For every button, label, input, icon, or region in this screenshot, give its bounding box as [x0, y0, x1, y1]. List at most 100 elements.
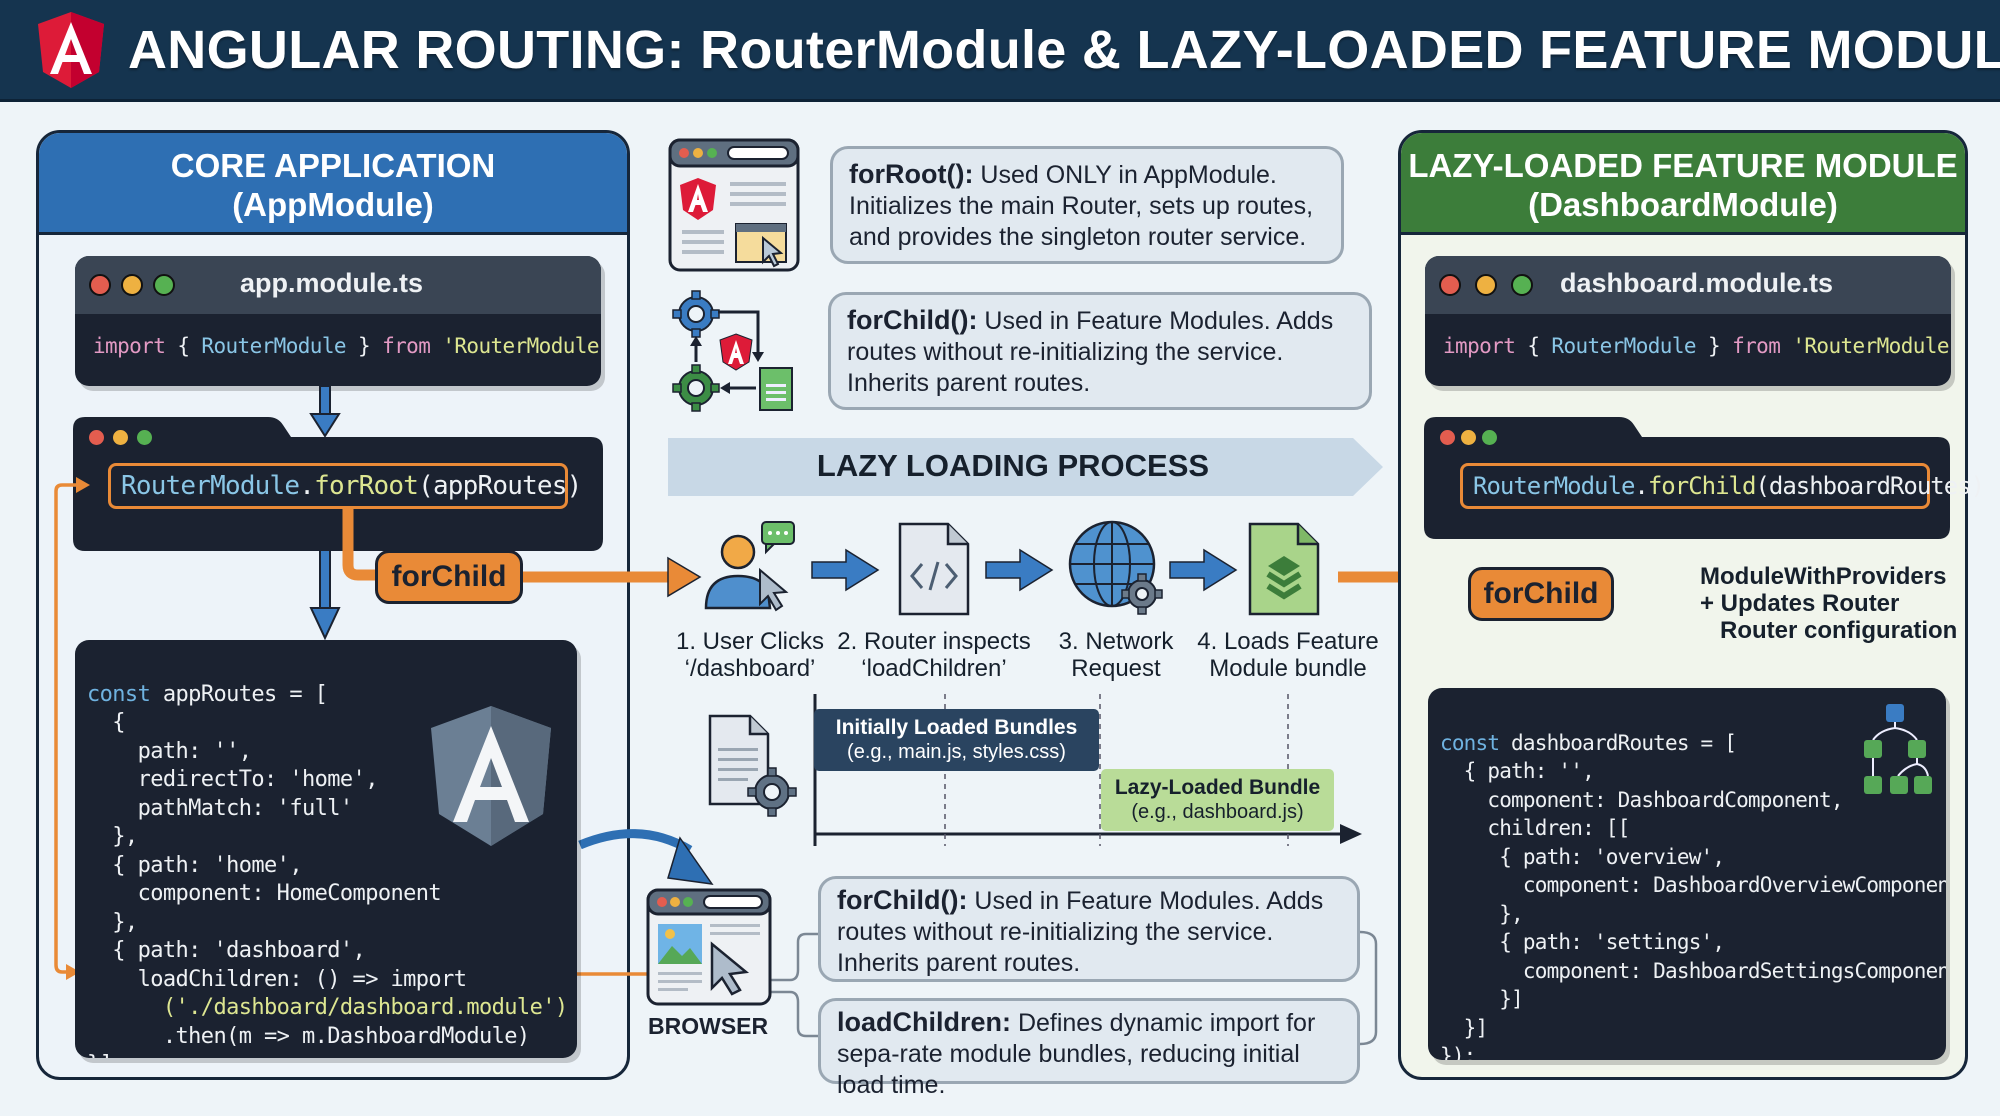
code-line: { path: '',	[1440, 759, 1595, 783]
code-keyword: const	[1440, 730, 1500, 755]
close-dot-icon	[1440, 430, 1455, 445]
module-with-providers-note: ModuleWithProviders + Updates Router Rou…	[1700, 563, 1958, 644]
code-line: appRoutes = [	[150, 681, 328, 707]
code-args: (dashboardRoutes)	[1755, 472, 1985, 500]
bundle-subtitle: (e.g., main.js, styles.css)	[847, 741, 1066, 763]
code-line: }];	[87, 1052, 126, 1058]
maximize-dot-icon	[137, 430, 152, 445]
info-term: forChild():	[847, 305, 978, 335]
info-text: Used in Feature Modules. Adds routes wit…	[837, 887, 1324, 977]
code-keyword: from	[382, 334, 431, 358]
forchild-pill-right: forChild	[1468, 567, 1614, 621]
page-title: ANGULAR ROUTING: RouterModule & LAZY-LOA…	[128, 20, 2000, 80]
code-line: pathMatch: 'full'	[87, 795, 354, 821]
code-brace: }	[1707, 334, 1721, 358]
code-line: });	[1440, 1044, 1476, 1060]
core-panel-subtitle: (AppModule)	[232, 186, 434, 223]
minimize-dot-icon	[121, 274, 143, 296]
code-line: path: '',	[87, 738, 252, 764]
bracket-line	[768, 990, 818, 1038]
code-keyword: import	[1443, 334, 1516, 358]
maximize-dot-icon	[1482, 430, 1497, 445]
info-term: loadChildren:	[837, 1007, 1011, 1037]
browser-curve-head	[667, 836, 714, 885]
forchild-arrow-head	[667, 556, 702, 598]
bracket-line	[768, 932, 818, 982]
import-statement: import { RouterModule } from 'RouterModu…	[93, 334, 601, 358]
process-arrows	[811, 548, 1238, 592]
core-panel-title: CORE APPLICATION	[170, 147, 496, 184]
step-line: Module bundle	[1209, 655, 1367, 682]
code-line: .then(m => m.DashboardModule)	[87, 1023, 530, 1049]
filename-label: dashboard.module.ts	[1560, 268, 1834, 298]
info-text: Used in Feature Modules. Adds routes wit…	[847, 307, 1334, 397]
angular-logo-icon	[38, 12, 104, 88]
step-label: 3. Network Request	[1046, 628, 1186, 682]
code-line: },	[87, 824, 138, 849]
step-label: 2. Router inspects ‘loadChildren’	[836, 628, 1032, 682]
process-arrow	[811, 548, 880, 592]
filename-label: app.module.ts	[240, 268, 424, 298]
globe-gear-icon	[1068, 520, 1163, 615]
code-method: forRoot	[314, 471, 419, 501]
code-line: component: DashboardOverviewComponent	[1440, 873, 1946, 897]
code-identifier: RouterModule	[121, 471, 300, 501]
timeline-arrow-head	[1340, 824, 1362, 844]
code-identifier: RouterModule	[201, 334, 346, 358]
green-gear-icon	[672, 364, 720, 412]
code-file-icon	[898, 522, 970, 616]
close-dot-icon	[1439, 274, 1461, 296]
code-line: loadChildren: () => import	[87, 966, 467, 992]
lazy-bundle-bar: Lazy-Loaded Bundle (e.g., dashboard.js)	[1101, 769, 1334, 831]
forroot-code-window	[73, 417, 603, 551]
close-dot-icon	[89, 274, 111, 296]
app-routes-code-window: const appRoutes = [ { path: '', redirect…	[75, 640, 577, 1058]
file-gear-icon	[708, 714, 797, 817]
code-line: }]	[1440, 987, 1524, 1011]
step-line: 2. Router inspects	[837, 628, 1031, 655]
code-line: }]	[1440, 1015, 1489, 1040]
user-click-icon	[704, 521, 795, 612]
feature-panel-subtitle: (DashboardModule)	[1528, 186, 1838, 223]
forchild-info-box-bottom: forChild(): Used in Feature Modules. Add…	[818, 876, 1360, 982]
code-brace: }	[357, 334, 371, 358]
window-titlebar: dashboard.module.ts	[1425, 256, 1951, 314]
gears-cycle-icon	[672, 290, 793, 412]
info-term: forChild():	[837, 885, 968, 915]
code-line: },	[1440, 901, 1524, 926]
info-text: Defines dynamic import for sepa-rate mod…	[837, 1009, 1316, 1099]
lazy-process-banner	[668, 438, 1383, 496]
dashboard-routes-code-window: const dashboardRoutes = [ { path: '', co…	[1428, 688, 1946, 1060]
angular-watermark-icon	[431, 706, 551, 846]
window-titlebar: app.module.ts	[75, 256, 601, 314]
info-term: forRoot():	[849, 159, 974, 189]
bundle-file-icon	[1248, 522, 1320, 616]
code-dot: .	[1634, 472, 1648, 500]
feature-panel-title: LAZY-LOADED FEATURE MODULE	[1408, 147, 1958, 184]
bundle-title: Initially Loaded Bundles	[835, 716, 1078, 739]
lazy-process-title: LAZY LOADING PROCESS	[816, 448, 1210, 483]
step-line: ‘/dashboard’	[684, 655, 816, 682]
browser-label: BROWSER	[648, 1013, 769, 1039]
code-line: {	[87, 710, 125, 735]
step-label: 1. User Clicks ‘/dashboard’	[670, 628, 830, 682]
code-keyword: import	[93, 334, 166, 358]
forroot-call: RouterModule.forRoot(appRoutes)	[108, 463, 582, 509]
code-brace: {	[177, 334, 190, 358]
code-keyword: const	[87, 681, 151, 707]
code-line: { path: 'home',	[87, 852, 302, 878]
browser-angular-icon	[668, 138, 800, 272]
maximize-dot-icon	[1511, 274, 1533, 296]
forchild-info-box: forChild(): Used in Feature Modules. Add…	[828, 292, 1372, 410]
forroot-info-box: forRoot(): Used ONLY in AppModule. Initi…	[830, 146, 1344, 264]
initial-bundle-bar: Initially Loaded Bundles (e.g., main.js,…	[814, 709, 1099, 771]
dashboard-module-file-window: dashboard.module.ts import { RouterModul…	[1425, 256, 1951, 386]
minimize-dot-icon	[1475, 274, 1497, 296]
step-line: Request	[1071, 655, 1161, 682]
code-line: dashboardRoutes = [	[1499, 730, 1737, 755]
code-identifier: RouterModule	[1551, 334, 1696, 358]
forchild-pill-left: forChild	[375, 550, 523, 604]
dashboard-routes-code: const dashboardRoutes = [ { path: '', co…	[1440, 700, 1946, 1061]
code-line: { path: 'settings',	[1440, 930, 1725, 954]
code-line: children: [[	[1440, 816, 1630, 840]
